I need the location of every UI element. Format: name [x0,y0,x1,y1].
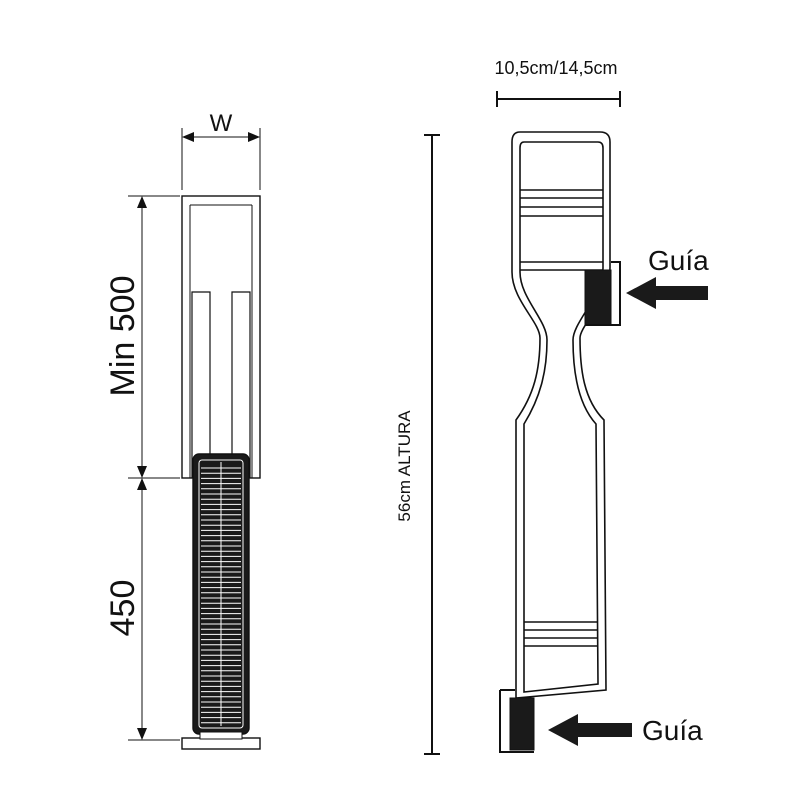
width-label: W [210,110,233,137]
left-view [128,128,261,750]
width-dimension [181,128,261,190]
top-width-dimension [496,91,621,107]
min-height-dimension [128,195,180,479]
min-height-label: Min 500 [104,276,142,397]
total-height-dimension [424,134,440,755]
pullout-basket [181,453,261,750]
base-height-label: 450 [104,580,142,637]
total-height-label: 56cm ALTURA [395,410,414,522]
guide-top-label: Guía [648,245,709,276]
guide-top-arrow [626,277,708,309]
base-height-dimension [128,478,180,741]
basket-frame [511,131,611,699]
bottom-guide-block [499,689,535,753]
guide-bottom-label: Guía [642,715,703,746]
upper-cabinet [181,195,261,479]
basket-outer-wire [511,131,611,699]
top-width-label: 10,5cm/14,5cm [494,58,617,78]
right-view [424,91,708,755]
top-guide-block [584,261,621,326]
guide-bottom-arrow [548,714,632,746]
basket-inner-wire [519,141,604,693]
